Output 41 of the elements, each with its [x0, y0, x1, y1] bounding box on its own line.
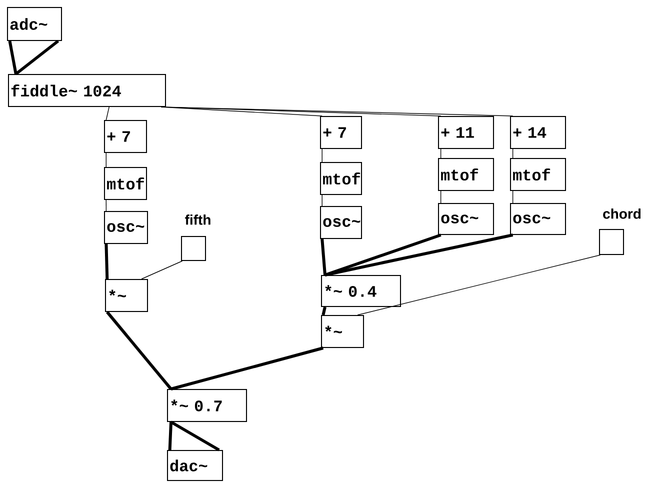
patch-cord [170, 420, 220, 452]
object-box: osc~ [438, 203, 494, 235]
patch-cord [512, 190, 514, 204]
object-box: + 14 [510, 116, 566, 149]
object-box: mtof [510, 158, 566, 191]
object-box: osc~ [320, 206, 362, 239]
patch-cord [322, 306, 326, 316]
patch-cord [357, 254, 601, 316]
object-box: osc~ [104, 211, 148, 244]
patch-cord [324, 234, 514, 276]
patch-cord [14, 40, 60, 76]
object-box: mtof [104, 167, 147, 200]
object-box: + 11 [438, 116, 494, 149]
object-box: *~ [321, 315, 364, 348]
patch-cord [106, 311, 172, 390]
object-box: adc~ [7, 7, 62, 41]
patch-cord [104, 244, 109, 280]
patch-cord [141, 260, 183, 280]
object-box: mtof [438, 158, 494, 191]
object-box: + 7 [320, 116, 362, 149]
patch-cord [512, 148, 514, 158]
patch-cord [160, 106, 514, 116]
patch-cord [320, 238, 326, 276]
object-box: fiddle~ 1024 [8, 74, 166, 107]
patch-cord [168, 422, 172, 450]
object-box: dac~ [167, 450, 223, 481]
object-box: *~ [105, 279, 148, 312]
object-box: *~ 0.7 [167, 389, 247, 422]
object-box: mtof [320, 162, 362, 195]
object-box: *~ 0.4 [321, 275, 401, 307]
patch-cord [106, 200, 107, 212]
toggle-label: chord [603, 208, 641, 219]
object-box: + 7 [104, 120, 147, 153]
patch-cord [440, 190, 442, 204]
patch-cord [324, 234, 442, 276]
patch-cord [106, 106, 110, 120]
patch-cord [170, 346, 324, 390]
patch-cord [8, 40, 18, 74]
toggle-label: fifth [185, 214, 210, 225]
patch-cord [440, 148, 442, 158]
object-box: osc~ [510, 203, 566, 235]
